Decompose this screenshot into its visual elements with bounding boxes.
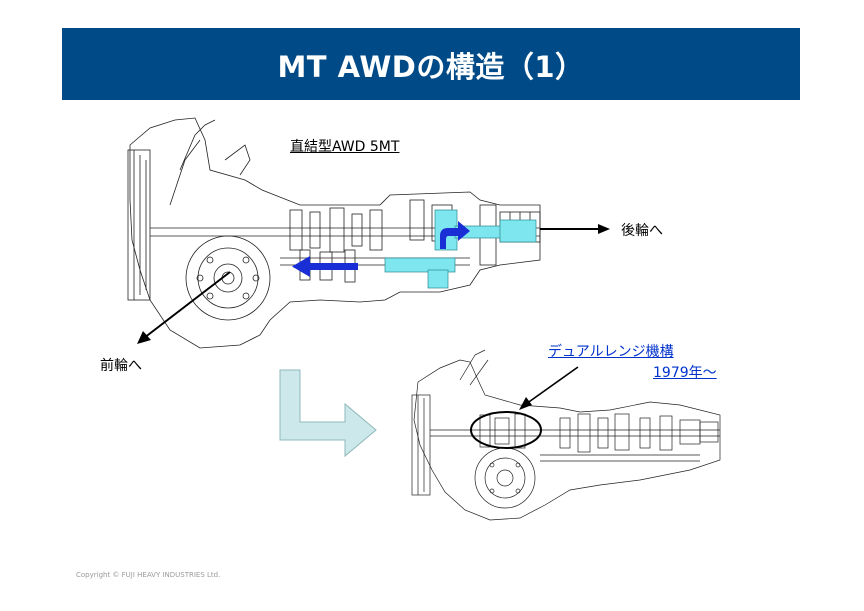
- dual-range-pointer-arrow: [519, 366, 579, 410]
- front-pointer-arrow: [137, 271, 231, 344]
- copyright-text: Copyright © FUJI HEAVY INDUSTRIES Ltd.: [76, 571, 221, 579]
- label-rear-wheel: 後輪へ: [621, 223, 663, 239]
- label-year: 1979年～: [653, 365, 717, 381]
- page-title: MT AWDの構造（1）: [277, 50, 585, 84]
- flow-arrow-rear: [433, 221, 470, 249]
- rear-pointer-arrow: [540, 224, 610, 234]
- title-bar: MT AWDの構造（1）: [62, 28, 800, 100]
- flow-arrow-front: [292, 256, 358, 277]
- diagram-label-top: 直結型AWD 5MT: [290, 139, 400, 155]
- power-flow-highlight: [384, 209, 537, 289]
- dual-range-ellipse: [470, 411, 542, 449]
- label-front-wheel: 前輪へ: [100, 358, 142, 374]
- transition-arrow: [279, 369, 377, 458]
- label-dual-range: デュアルレンジ機構: [548, 344, 674, 360]
